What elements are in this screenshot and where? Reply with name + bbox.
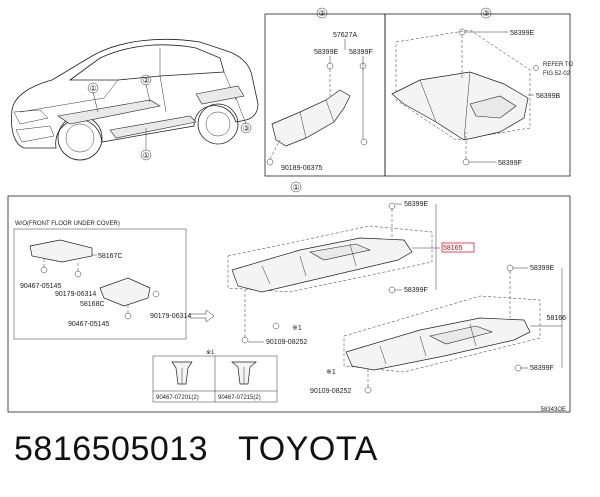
label-58399E-front: 58399E bbox=[404, 201, 428, 208]
clip-90467-07215: 90467-07215(2) bbox=[218, 395, 261, 401]
svg-text:①: ① bbox=[143, 151, 150, 160]
label-57627A: 57627A bbox=[333, 32, 357, 39]
label-refer-to: REFER TO bbox=[543, 62, 573, 68]
label-mark-1-front: ※1 bbox=[292, 325, 302, 332]
car-callout-1-top: ① bbox=[87, 82, 99, 94]
label-90179-06314-b: 90179-06314 bbox=[150, 313, 191, 320]
label-58399E: 58399E bbox=[314, 49, 338, 56]
inset-3-panel: ③ 58399E REFER TO FIG 52-02 58399B 58399… bbox=[384, 7, 573, 177]
direction-arrow bbox=[189, 309, 215, 323]
svg-text:③: ③ bbox=[483, 9, 490, 18]
label-58399F-rear: 58399F bbox=[530, 365, 554, 372]
caption-brand: TOYOTA bbox=[238, 430, 378, 468]
label-mark-1-rear: ※1 bbox=[326, 369, 336, 376]
label-58399F: 58399F bbox=[498, 160, 522, 167]
clip-legend: ※1 90467-07201(2) 90467-07215(2) bbox=[152, 349, 278, 403]
svg-text:③: ③ bbox=[243, 124, 250, 133]
label-90109-08252-rear: 90109-08252 bbox=[310, 388, 351, 395]
label-fig-52-02: FIG 52-02 bbox=[543, 71, 571, 77]
main-panel: ① bbox=[7, 181, 571, 413]
svg-text:①: ① bbox=[293, 183, 300, 192]
clip-legend-mark: ※1 bbox=[206, 349, 215, 356]
label-58399E: 58399E bbox=[510, 30, 534, 37]
label-58399B: 58399B bbox=[536, 93, 560, 100]
label-58168C: 58168C bbox=[80, 301, 105, 308]
clip-90467-07201: 90467-07201(2) bbox=[156, 395, 199, 401]
label-90467-05145-a: 90467-05145 bbox=[20, 283, 61, 290]
car-callout-3: ③ bbox=[240, 122, 252, 134]
rear-under-cover: 58399E 58166 58399F ※1 90109-08252 bbox=[310, 264, 567, 395]
label-58165: 58165 bbox=[443, 245, 463, 252]
svg-text:①: ① bbox=[90, 84, 97, 93]
diagram-code: 58343OE bbox=[541, 407, 566, 413]
label-90109-08252-front: 90109-08252 bbox=[266, 339, 307, 346]
label-58399F-front: 58399F bbox=[404, 287, 428, 294]
highlight-58165 bbox=[441, 242, 475, 253]
caption-part-number: 5816505013 bbox=[14, 430, 209, 468]
label-58166: 58166 bbox=[547, 315, 567, 322]
label-58399E-rear: 58399E bbox=[530, 265, 554, 272]
label-90179-06314-a: 90179-06314 bbox=[55, 291, 96, 298]
inset-2-panel: ② 57627A 58399E 58399F 90189-06375 bbox=[264, 7, 386, 177]
label-90189-06375: 90189-06375 bbox=[281, 165, 322, 172]
label-58399F: 58399F bbox=[349, 49, 373, 56]
floor-under-cover-box: W/O(FRONT FLOOR UNDER COVER) 58167C 9046… bbox=[13, 221, 191, 340]
car-illustration bbox=[11, 38, 259, 161]
car-callout-2: ② bbox=[140, 74, 152, 86]
label-58167C: 58167C bbox=[98, 253, 123, 260]
floor-box-title: W/O(FRONT FLOOR UNDER COVER) bbox=[15, 221, 120, 227]
svg-text:②: ② bbox=[319, 9, 326, 18]
front-under-cover: 58399E 58165 58399F 90109-08252 ※1 bbox=[227, 201, 475, 346]
car-callout-1-bottom: ① bbox=[140, 149, 152, 161]
svg-text:②: ② bbox=[143, 76, 150, 85]
label-90467-05145-b: 90467-05145 bbox=[68, 321, 109, 328]
part-caption: 5816505013 TOYOTA bbox=[14, 430, 378, 469]
